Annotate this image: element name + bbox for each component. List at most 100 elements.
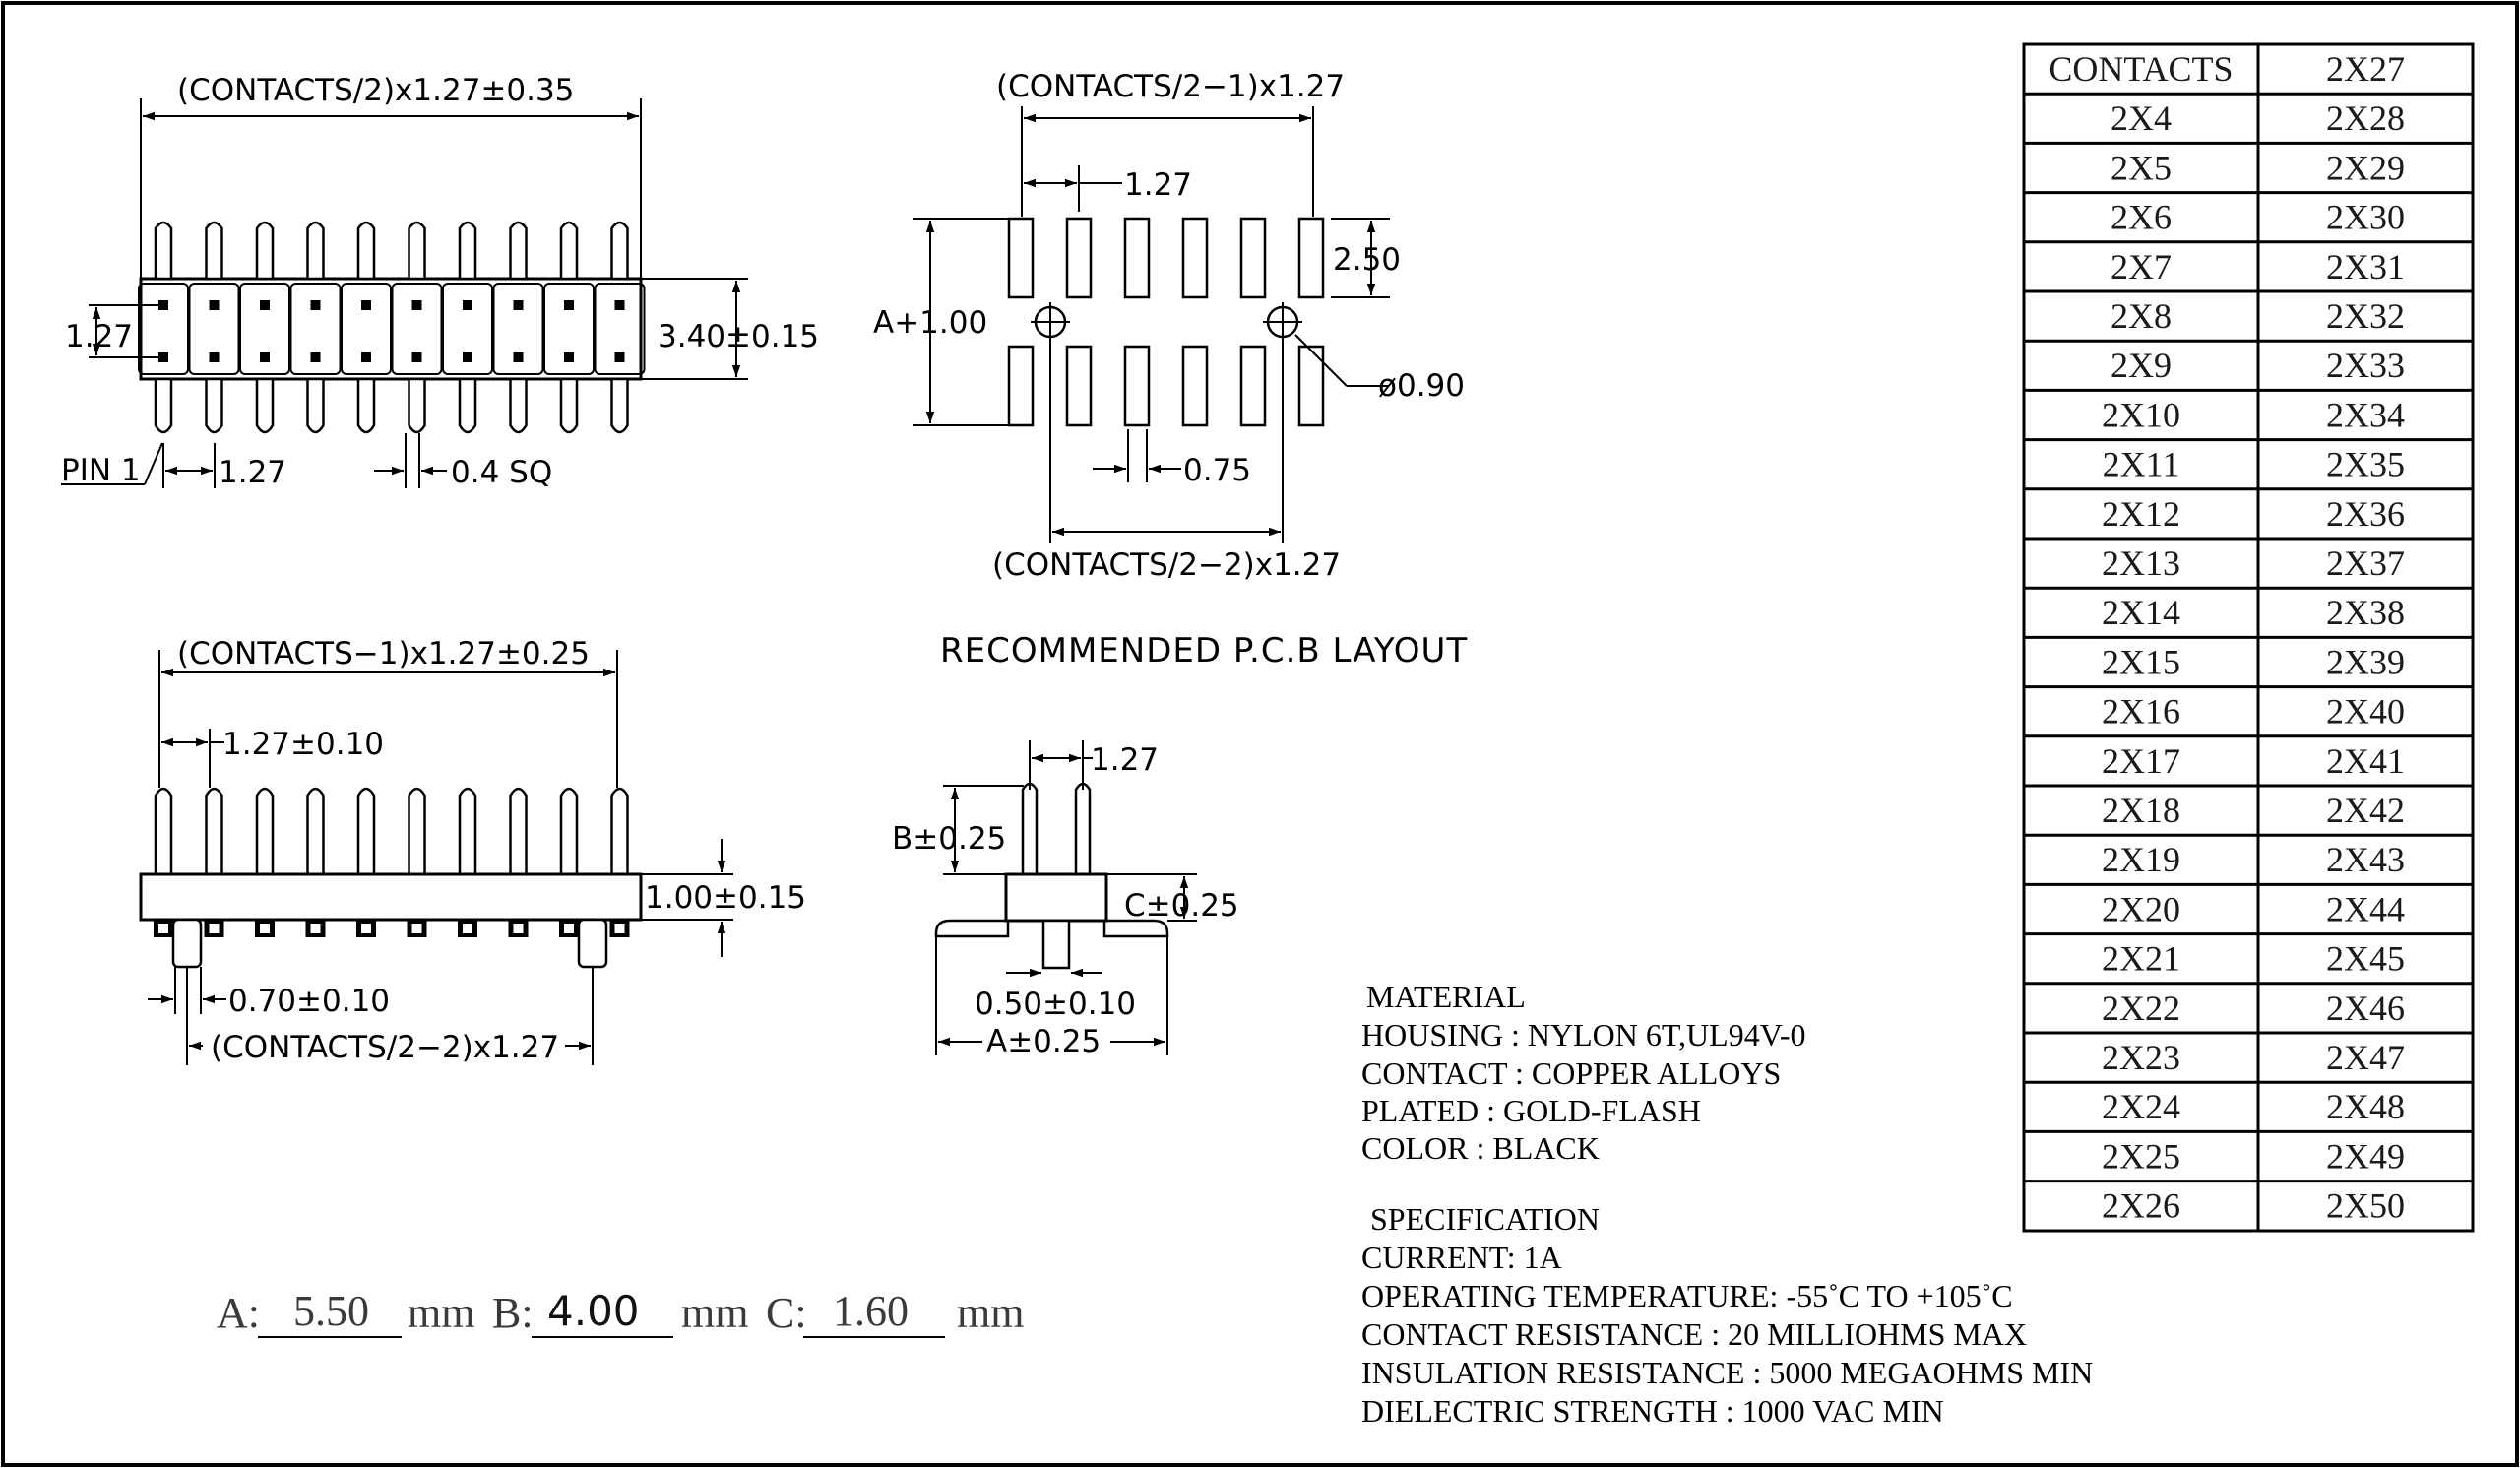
c-label: C: [766, 1289, 807, 1337]
pin-size: 0.4 SQ [451, 455, 552, 490]
table-cell: 2X42 [2326, 791, 2405, 830]
table-cell: 2X15 [2102, 642, 2180, 681]
table-cell: 2X5 [2110, 148, 2172, 187]
table-cell: 2X25 [2102, 1136, 2180, 1176]
specification-heading: SPECIFICATION [1370, 1201, 1600, 1237]
top-pin [205, 221, 223, 281]
table-cell: 2X30 [2326, 198, 2405, 237]
top-pin [255, 221, 275, 281]
dimension-values: A: 5.50 mm B: 4.00 mm C: 1.60 mm [217, 1287, 1024, 1338]
pcb-pad [1239, 217, 1267, 299]
side-pin [408, 787, 426, 876]
table-cell: 2X28 [2326, 98, 2405, 138]
pcb-pad-width: 0.75 [1183, 453, 1251, 488]
table-cell: 2X10 [2102, 395, 2180, 434]
pcb-top-dimension: (CONTACTS/2−1)x1.27 [996, 69, 1345, 104]
top-pin [356, 221, 376, 281]
top-pin [458, 377, 477, 434]
table-cell: 2X46 [2326, 989, 2405, 1028]
a-label: A: [217, 1289, 260, 1337]
side-post-span: (CONTACTS/2−2)x1.27 [211, 1030, 559, 1065]
table-cell: 2X19 [2102, 840, 2180, 879]
side-foot-hole [310, 924, 321, 933]
table-cell: 2X39 [2326, 642, 2405, 681]
top-contact [310, 300, 321, 310]
table-cell: 2X16 [2102, 692, 2180, 732]
table-cell: 2X34 [2326, 395, 2405, 434]
c-value: 1.60 [833, 1287, 909, 1335]
table-cell: 2X26 [2102, 1186, 2180, 1226]
top-contact [361, 300, 371, 310]
material-line: COLOR : BLACK [1361, 1130, 1600, 1166]
a-unit: mm [408, 1289, 474, 1337]
end-c-dimension: C±0.25 [1124, 888, 1239, 924]
specification-line: INSULATION RESISTANCE : 5000 MEGAOHMS MI… [1361, 1355, 2093, 1390]
top-contact [614, 352, 625, 362]
table-cell: 2X18 [2102, 791, 2180, 830]
table-cell: 2X12 [2102, 494, 2180, 534]
top-pin [509, 377, 528, 434]
table-cell: 2X27 [2326, 49, 2405, 89]
c-unit: mm [957, 1289, 1024, 1337]
side-pin [205, 787, 223, 876]
table-cell: 2X7 [2110, 247, 2172, 287]
top-contact [260, 352, 270, 362]
top-pitch: 1.27 [219, 455, 286, 490]
end-b-dimension: B±0.25 [892, 821, 1006, 857]
top-pin [559, 377, 579, 434]
material-block: MATERIAL HOUSING : NYLON 6T,UL94V-0 CONT… [1361, 979, 1806, 1166]
side-post-left [171, 918, 203, 969]
pcb-a-dimension: A+1.00 [873, 305, 987, 341]
table-cell: 2X47 [2326, 1038, 2405, 1077]
top-contact [463, 300, 472, 310]
specification-line: DIELECTRIC STRENGTH : 1000 VAC MIN [1361, 1393, 1944, 1429]
pcb-pad [1181, 217, 1209, 299]
top-contact [513, 352, 524, 362]
top-view: (CONTACTS/2)x1.27±0.35 1.27 3.40±0.15 PI… [61, 73, 819, 490]
pcb-pad [1007, 345, 1035, 427]
table-cell: 2X41 [2326, 741, 2405, 781]
top-cell [138, 283, 189, 375]
end-a-dimension: A±0.25 [986, 1024, 1101, 1059]
a-value: 5.50 [293, 1287, 369, 1335]
pcb-pad [1065, 217, 1093, 299]
side-foot-hole [361, 924, 371, 933]
end-post [1041, 919, 1071, 970]
top-pin [559, 221, 579, 281]
pcb-pitch: 1.27 [1124, 167, 1192, 203]
top-cell [594, 283, 646, 375]
end-pin-right [1074, 782, 1092, 876]
table-cell: 2X4 [2110, 98, 2172, 138]
contacts-table: CONTACTS2X42X52X62X72X82X92X102X112X122X… [2022, 42, 2475, 1233]
top-pin [356, 377, 376, 434]
b-value: 4.00 [547, 1287, 640, 1335]
table-cell: 2X35 [2326, 445, 2405, 484]
top-contact [411, 300, 422, 310]
table-header: CONTACTS [2048, 49, 2233, 89]
top-contact [310, 352, 321, 362]
top-contact [209, 352, 220, 362]
top-pin [610, 377, 629, 434]
side-pin [509, 787, 528, 876]
table-cell: 2X37 [2326, 543, 2405, 583]
top-contact [361, 352, 371, 362]
top-cell [543, 283, 595, 375]
pcb-hole-diameter: ø0.90 [1378, 368, 1465, 404]
side-foot-hole [564, 924, 574, 933]
side-housing [139, 872, 643, 922]
table-cell: 2X6 [2110, 198, 2172, 237]
top-pin [408, 377, 426, 434]
b-unit: mm [681, 1289, 748, 1337]
table-cell: 2X9 [2110, 346, 2172, 385]
pcb-pad [1123, 217, 1151, 299]
table-cell: 2X48 [2326, 1087, 2405, 1126]
specification-block: SPECIFICATION CURRENT: 1A OPERATING TEMP… [1361, 1201, 2093, 1429]
side-pin [458, 787, 477, 876]
table-cell: 2X29 [2326, 148, 2405, 187]
top-contact [564, 300, 574, 310]
table-cell: 2X45 [2326, 939, 2405, 979]
top-pin [610, 221, 629, 281]
top-contact [564, 352, 574, 362]
top-pin [205, 377, 223, 434]
pcb-pad [1239, 345, 1267, 427]
